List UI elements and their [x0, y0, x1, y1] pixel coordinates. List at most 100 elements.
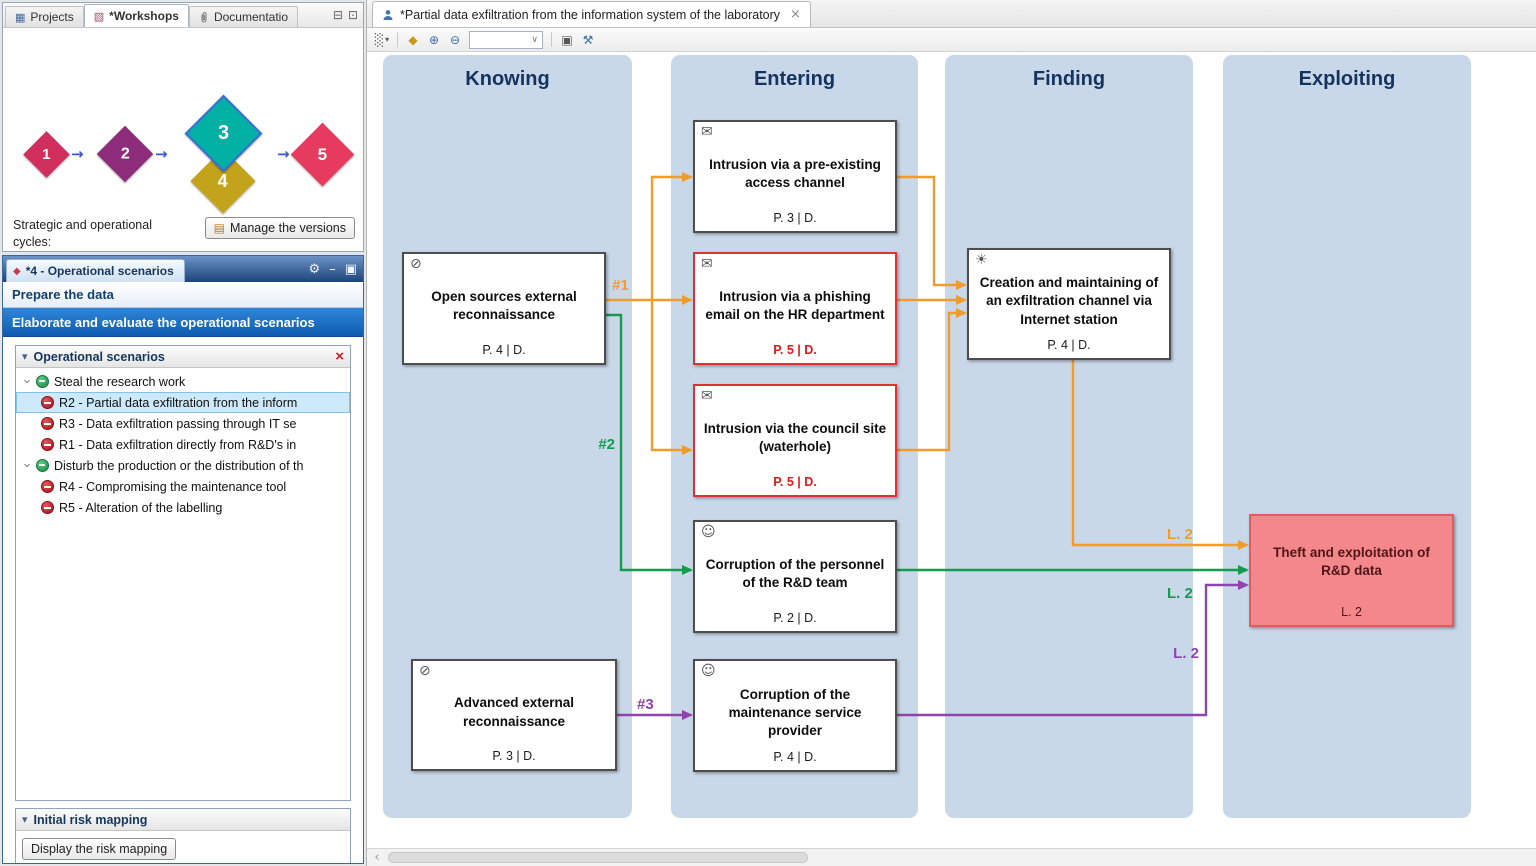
- node-footer: P. 5 | D.: [773, 343, 817, 357]
- tools-button[interactable]: ⚒: [578, 30, 598, 50]
- collapse-section-icon[interactable]: ▾: [22, 350, 28, 363]
- gear-icon[interactable]: ⚙: [308, 262, 321, 277]
- scenarios-panel-header: ◆ *4 - Operational scenarios ⚙ – ▣: [3, 256, 363, 282]
- expand-chevron-icon[interactable]: ›: [19, 378, 34, 385]
- workshop-5-diamond[interactable]: 5: [290, 122, 355, 187]
- tree-risk-row[interactable]: R5 - Alteration of the labelling: [16, 497, 350, 518]
- toolbar-separator: [551, 32, 552, 47]
- operational-scenarios-section-header: ▾ Operational scenarios ×: [16, 346, 350, 368]
- zoom-level-combobox[interactable]: ∨: [469, 30, 543, 49]
- workshop-2-diamond[interactable]: 2: [96, 125, 154, 183]
- tree-item-label: R4 - Compromising the maintenance tool: [59, 479, 287, 494]
- collapse-section-icon[interactable]: ▾: [22, 813, 28, 826]
- risk-scenario-icon: [41, 396, 54, 409]
- maximize-panel-icon[interactable]: ▣: [344, 262, 357, 277]
- person-icon: ☺: [701, 663, 716, 679]
- manage-versions-button[interactable]: ▤ Manage the versions: [204, 217, 355, 239]
- minimize-panel-icon[interactable]: –: [329, 262, 336, 277]
- diagram-node-phishing-email[interactable]: ✉ Intrusion via a phishing email on the H…: [693, 252, 897, 365]
- scenarios-panel-controls: ⚙ – ▣: [309, 262, 357, 282]
- tab-workshops-label: *Workshops: [109, 9, 179, 23]
- workshop-2-label: 2: [120, 145, 130, 162]
- tree-risk-row[interactable]: R1 - Data exfiltration directly from R&D…: [16, 434, 350, 455]
- tree-item-label: R2 - Partial data exfiltration from the …: [59, 395, 298, 410]
- step-prepare-the-data[interactable]: Prepare the data: [3, 282, 363, 308]
- close-tab-icon[interactable]: ×: [790, 7, 801, 22]
- tab-workshops[interactable]: ▧ *Workshops: [83, 4, 189, 27]
- initial-risk-mapping-body: Display the risk mapping: [16, 831, 350, 863]
- phase-column-title: Knowing: [465, 68, 550, 90]
- tab-projects-label: Projects: [30, 10, 74, 24]
- workshop-3-diamond[interactable]: 3: [184, 94, 263, 173]
- paperclip-icon: [201, 11, 207, 22]
- section-title: Operational scenarios: [33, 349, 165, 364]
- tree-group-row[interactable]: ›Steal the research work: [16, 371, 350, 392]
- diagram-editor: *Partial data exfiltration from the info…: [366, 0, 1536, 866]
- tree-risk-row[interactable]: R3 - Data exfiltration passing through I…: [16, 413, 350, 434]
- node-title: Intrusion via the council site (waterhol…: [703, 420, 887, 454]
- combo-caret-icon: ∨: [531, 34, 538, 45]
- station-icon: ☀: [975, 252, 988, 268]
- tab-operational-scenarios[interactable]: ◆ *4 - Operational scenarios: [6, 259, 185, 282]
- tree-risk-row[interactable]: R4 - Compromising the maintenance tool: [16, 476, 350, 497]
- recon-icon: ⊘: [410, 256, 422, 272]
- workshops-icon: ▧: [93, 9, 105, 23]
- phase-column-finding[interactable]: Finding: [945, 55, 1193, 818]
- tab-scenario-diagram[interactable]: *Partial data exfiltration from the info…: [372, 1, 811, 27]
- workshop-3-label: 3: [217, 122, 230, 144]
- node-title: Advanced external reconnaissance: [453, 695, 575, 729]
- diagram-node-pre-existing-channel[interactable]: ✉Intrusion via a pre-existing access cha…: [693, 120, 897, 233]
- person-icon: ☺: [701, 524, 716, 540]
- workshop-5-label: 5: [317, 144, 328, 164]
- diagram-node-corruption-rd-team[interactable]: ☺ Corruption of the personnel of the R&D …: [693, 520, 897, 633]
- tree-group-row[interactable]: ›Disturb the production or the distribut…: [16, 455, 350, 476]
- zoom-in-icon: ⊕: [428, 32, 440, 47]
- selection-tool-button[interactable]: ░ ▾: [372, 30, 392, 50]
- risk-scenario-icon: [41, 480, 54, 493]
- initial-risk-mapping-header: ▾ Initial risk mapping: [16, 809, 350, 831]
- scenario-group-icon: [36, 459, 49, 472]
- diagram-node-waterhole[interactable]: ✉Intrusion via the council site (waterho…: [693, 384, 897, 497]
- display-risk-mapping-button[interactable]: Display the risk mapping: [22, 838, 177, 860]
- tree-risk-row[interactable]: R2 - Partial data exfiltration from the …: [16, 392, 350, 413]
- diagram-node-exfiltration-channel[interactable]: ☀Creation and maintaining of an exfiltra…: [967, 248, 1171, 360]
- zoom-out-button[interactable]: ⊖: [445, 30, 465, 50]
- workshop-1-label: 1: [42, 146, 51, 163]
- step-elaborate-scenarios[interactable]: Elaborate and evaluate the operational s…: [3, 308, 363, 337]
- workshops-panel-tabbar: ▦ Projects ▧ *Workshops Documentatio ⊟ ⊡: [3, 3, 363, 28]
- auto-layout-button[interactable]: ◆: [403, 30, 423, 50]
- workshop-1-diamond[interactable]: 1: [23, 131, 70, 178]
- mail-icon: ✉: [701, 124, 713, 140]
- close-icon[interactable]: ×: [335, 348, 344, 365]
- operational-scenarios-section: ▾ Operational scenarios × ›Steal the res…: [15, 345, 351, 801]
- cycle-caption-row: Strategic and operational cycles: ▤ Mana…: [13, 217, 355, 251]
- tree-item-label: R5 - Alteration of the labelling: [59, 500, 223, 515]
- node-title: Intrusion via a phishing email on the HR…: [705, 288, 885, 322]
- diagram-node-corruption-maintenance[interactable]: ☺Corruption of the maintenance service p…: [693, 659, 897, 772]
- tab-operational-scenarios-label: *4 - Operational scenarios: [25, 264, 174, 278]
- node-footer: P. 4 | D.: [482, 343, 526, 357]
- expand-chevron-icon[interactable]: ›: [19, 462, 34, 469]
- tab-documentation[interactable]: Documentatio: [188, 6, 299, 27]
- scrollbar-thumb[interactable]: [388, 852, 808, 863]
- scroll-left-button[interactable]: ‹: [374, 850, 380, 865]
- tab-projects[interactable]: ▦ Projects: [5, 6, 84, 27]
- maximize-view-icon[interactable]: ⊡: [347, 8, 358, 22]
- node-title: Corruption of the personnel of the R&D t…: [705, 556, 885, 590]
- horizontal-scrollbar[interactable]: ‹: [367, 848, 1536, 866]
- phase-column-exploiting[interactable]: Exploiting: [1223, 55, 1471, 818]
- minimize-view-icon[interactable]: ⊟: [332, 8, 343, 22]
- zoom-in-button[interactable]: ⊕: [424, 30, 444, 50]
- scenario-tree: ›Steal the research work R2 - Partial dat…: [16, 368, 350, 518]
- node-footer: L. 2: [1341, 605, 1362, 619]
- mail-icon: ✉: [701, 256, 713, 272]
- recon-icon: ⊘: [419, 663, 431, 679]
- node-footer: P. 4 | D.: [773, 750, 817, 764]
- export-image-button[interactable]: ▣: [557, 30, 577, 50]
- workshop-4-label: 4: [217, 170, 229, 191]
